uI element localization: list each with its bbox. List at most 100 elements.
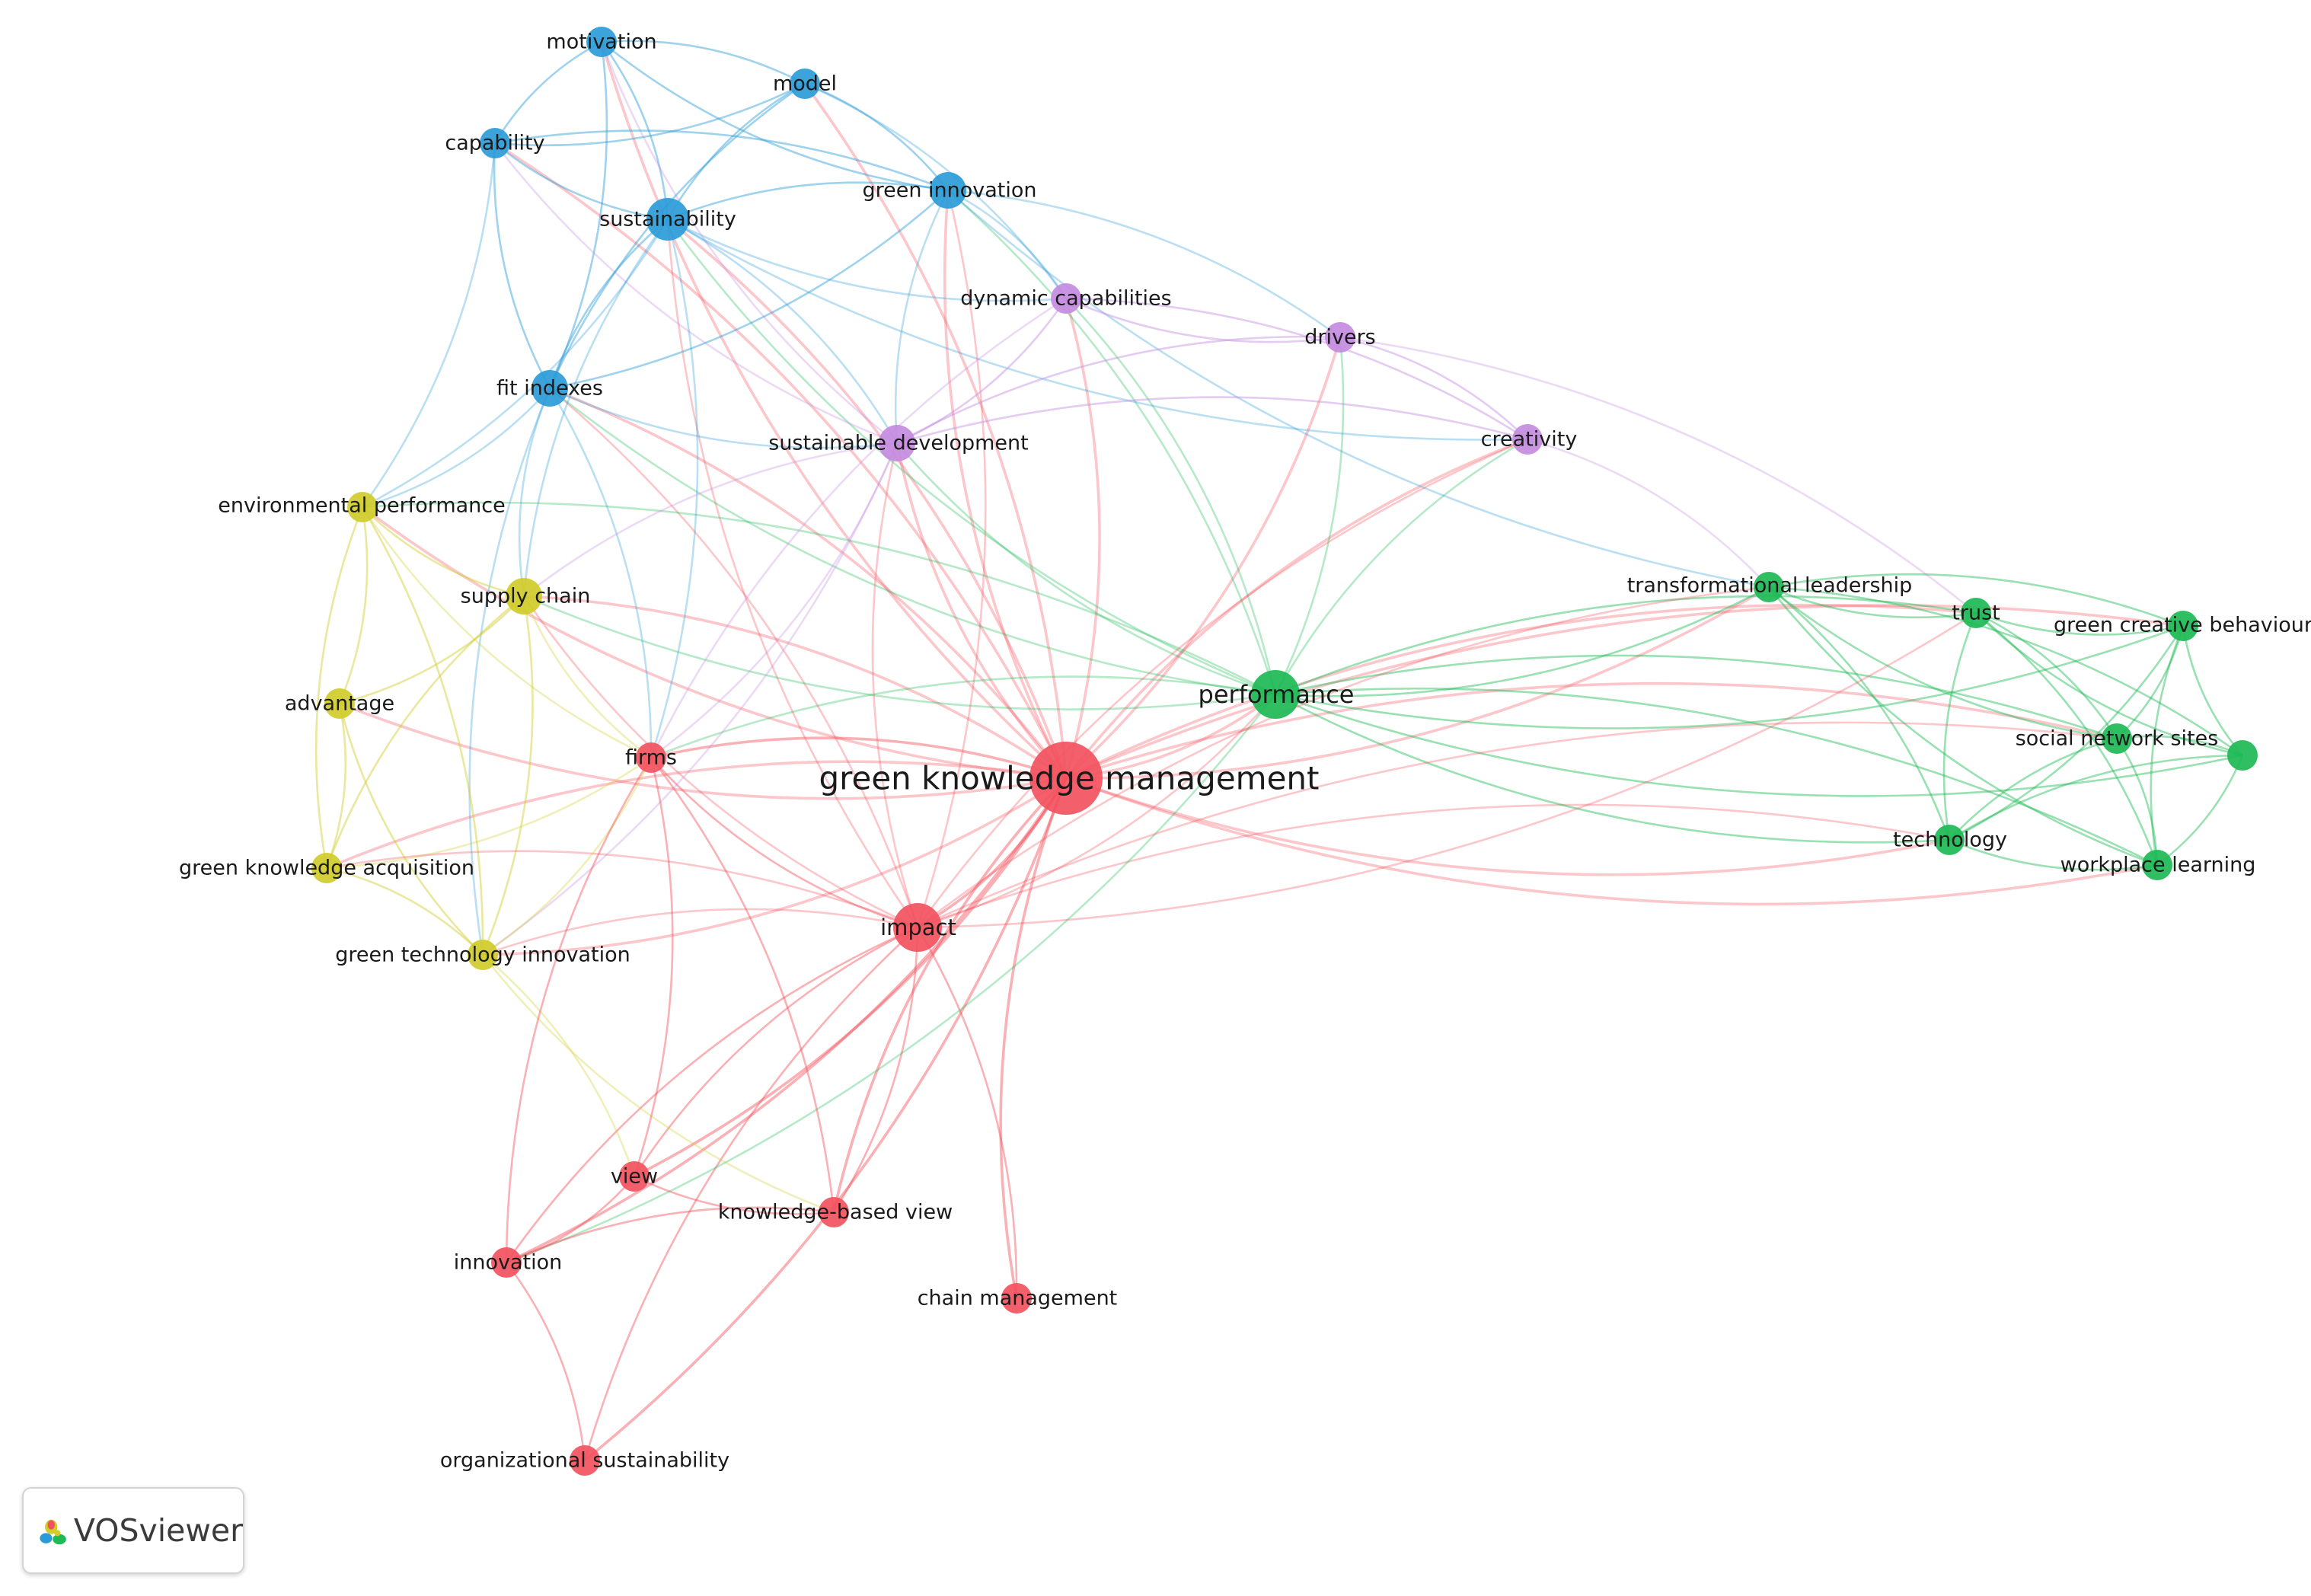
node-label-gti: green technology innovation <box>335 943 630 967</box>
edge-sns-workplace <box>2115 738 2159 866</box>
edge-trust-technology <box>1942 612 1977 841</box>
edge-performance-susdev <box>896 442 1276 696</box>
node-unlabeled[interactable] <box>2227 740 2258 771</box>
edge-sustainability-supply <box>522 219 669 597</box>
edge-impact-transform <box>917 586 1770 929</box>
node-label-impact: impact <box>880 915 956 940</box>
node-label-kbv: knowledge-based view <box>718 1201 953 1224</box>
node-dyncap[interactable] <box>1051 283 1081 314</box>
vosviewer-logo-icon <box>40 1519 66 1545</box>
edge-transform-trust <box>1768 586 1977 619</box>
node-label-model: model <box>773 72 837 96</box>
edge-sustainability-greeninnov <box>667 181 949 221</box>
node-workplace[interactable] <box>2142 850 2172 880</box>
node-motivation[interactable] <box>586 27 617 57</box>
edge-gkm-advantage <box>339 702 1067 800</box>
node-gcb[interactable] <box>2168 611 2198 641</box>
edge-impact-trust <box>917 611 1977 929</box>
edge-model-sustainability <box>666 82 806 220</box>
edge-fit-envperf <box>362 388 551 509</box>
edge-transform-unlabeled <box>1768 586 2243 757</box>
node-label-transform: transformational leadership <box>1627 574 1913 598</box>
edge-motivation-susdev <box>600 41 898 445</box>
node-label-greeninnov: green innovation <box>862 179 1036 203</box>
node-trust[interactable] <box>1961 598 1991 628</box>
node-advantage[interactable] <box>324 688 355 719</box>
node-fit[interactable] <box>531 370 568 407</box>
edge-impact-sustainability <box>666 219 919 928</box>
node-label-dyncap: dynamic capabilities <box>960 287 1172 311</box>
node-supply[interactable] <box>506 578 542 614</box>
node-capability[interactable] <box>480 128 510 158</box>
node-label-gcb: green creative behaviour <box>2054 614 2311 637</box>
node-label-view: view <box>611 1165 658 1189</box>
edge-greeninnov-susdev <box>894 190 950 444</box>
node-label-advantage: advantage <box>285 692 394 716</box>
edge-gkm-trust <box>1065 603 1977 780</box>
node-label-motivation: motivation <box>546 30 656 54</box>
node-greeninnov[interactable] <box>930 172 966 209</box>
node-sustainability[interactable] <box>646 198 689 241</box>
edge-gkm-drivers <box>1065 337 1342 780</box>
node-kbv[interactable] <box>819 1197 849 1227</box>
edge-creativity-transform <box>1527 438 1770 588</box>
node-technology[interactable] <box>1934 825 1965 855</box>
edge-greeninnov-transform <box>947 190 1770 589</box>
node-label-sustainability: sustainability <box>599 208 736 231</box>
edge-envperf-supply <box>362 506 525 598</box>
edge-trust-gcb <box>1975 611 2184 636</box>
edge-gkm-sns <box>1065 681 2118 780</box>
node-label-chain: chain management <box>918 1287 1118 1310</box>
edge-gkm-view <box>634 777 1068 1178</box>
node-innovation[interactable] <box>491 1247 522 1278</box>
node-gkm[interactable] <box>1029 742 1103 815</box>
edge-transform-sns <box>1768 586 2118 740</box>
edge-impact-technology <box>917 803 1950 929</box>
node-susdev[interactable] <box>879 425 915 461</box>
node-chain[interactable] <box>1001 1283 1032 1314</box>
node-label-orgsus: organizational sustainability <box>440 1449 729 1473</box>
node-label-susdev: sustainable development <box>768 432 1028 455</box>
vosviewer-badge[interactable]: VOSviewer <box>22 1487 244 1574</box>
node-impact[interactable] <box>893 903 942 952</box>
edge-drivers-susdev <box>896 335 1341 445</box>
edge-gkm-technology <box>1065 777 1950 876</box>
node-transform[interactable] <box>1754 572 1784 602</box>
node-model[interactable] <box>790 69 820 99</box>
edge-creativity-susdev <box>896 396 1528 445</box>
edge-gcb-unlabeled <box>2182 625 2243 756</box>
edge-firms-kbv <box>650 757 835 1213</box>
edge-view-kbv <box>634 1175 835 1215</box>
edge-fit-gti <box>468 388 551 956</box>
node-performance[interactable] <box>1251 670 1300 719</box>
edge-greeninnov-fit <box>549 190 949 390</box>
node-firms[interactable] <box>636 742 666 773</box>
node-creativity[interactable] <box>1512 424 1543 455</box>
edge-performance-creativity <box>1274 438 1528 695</box>
node-orgsus[interactable] <box>570 1445 600 1476</box>
edge-gkm-supply <box>523 595 1068 780</box>
edge-envperf-gti <box>361 506 484 956</box>
node-label-trust: trust <box>1952 602 2000 625</box>
edge-technology-workplace <box>1949 838 2158 871</box>
edge-fit-supply <box>518 388 551 597</box>
node-label-fit: fit indexes <box>496 377 603 401</box>
node-drivers[interactable] <box>1325 322 1355 353</box>
edge-gkm-gcb <box>1065 604 2184 780</box>
node-sns[interactable] <box>2102 723 2132 754</box>
node-gka[interactable] <box>311 853 342 883</box>
edge-transform-gcb <box>1768 573 2184 627</box>
edge-gkm-dyncap <box>1065 298 1101 779</box>
node-view[interactable] <box>619 1161 650 1192</box>
node-envperf[interactable] <box>347 492 378 522</box>
labels-layer: green knowledge managementperformanceimp… <box>179 30 2311 1473</box>
edge-gkm-firms <box>650 736 1067 780</box>
edge-susdev-firms <box>650 442 899 759</box>
node-gti[interactable] <box>468 940 498 970</box>
vosviewer-label: VOSviewer <box>73 1512 243 1549</box>
edge-view-innovation <box>506 1176 635 1264</box>
edge-model-greeninnov <box>804 82 950 191</box>
edge-supply-gka <box>325 595 525 869</box>
edge-gkm-greeninnov <box>943 190 1068 779</box>
edge-sustainability-firms <box>650 219 699 758</box>
